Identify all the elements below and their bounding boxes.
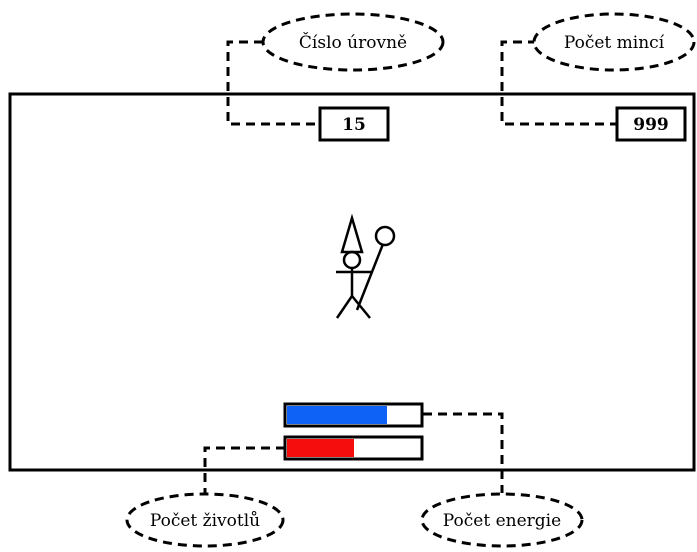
wizard-right-leg	[351, 295, 371, 319]
wizard-staff	[355, 243, 385, 311]
energy-connector-line	[423, 412, 504, 493]
level-connector-line	[226, 40, 320, 126]
energy-bar-fill	[287, 406, 387, 424]
energy-label-bubble	[420, 492, 584, 548]
wizard-staff-orb	[374, 225, 396, 247]
level-value-box	[318, 106, 390, 142]
health-bar-fill	[287, 439, 354, 457]
health-label: Počet životlů	[150, 511, 260, 531]
level-label-bubble	[261, 12, 445, 72]
level-label: Číslo úrovně	[299, 32, 407, 53]
coins-connector-line	[500, 40, 617, 126]
coins-value: 999	[633, 115, 669, 135]
health-label-bubble	[125, 492, 285, 548]
coins-label: Počet mincí	[564, 33, 665, 53]
energy-label: Počet energie	[443, 511, 561, 531]
wizard-left-leg	[335, 295, 354, 319]
health-connector-line	[203, 446, 285, 493]
level-value: 15	[342, 115, 366, 135]
coins-label-bubble	[532, 12, 696, 72]
coins-value-box	[615, 106, 687, 142]
wizard-stick-figure-icon	[335, 213, 396, 319]
